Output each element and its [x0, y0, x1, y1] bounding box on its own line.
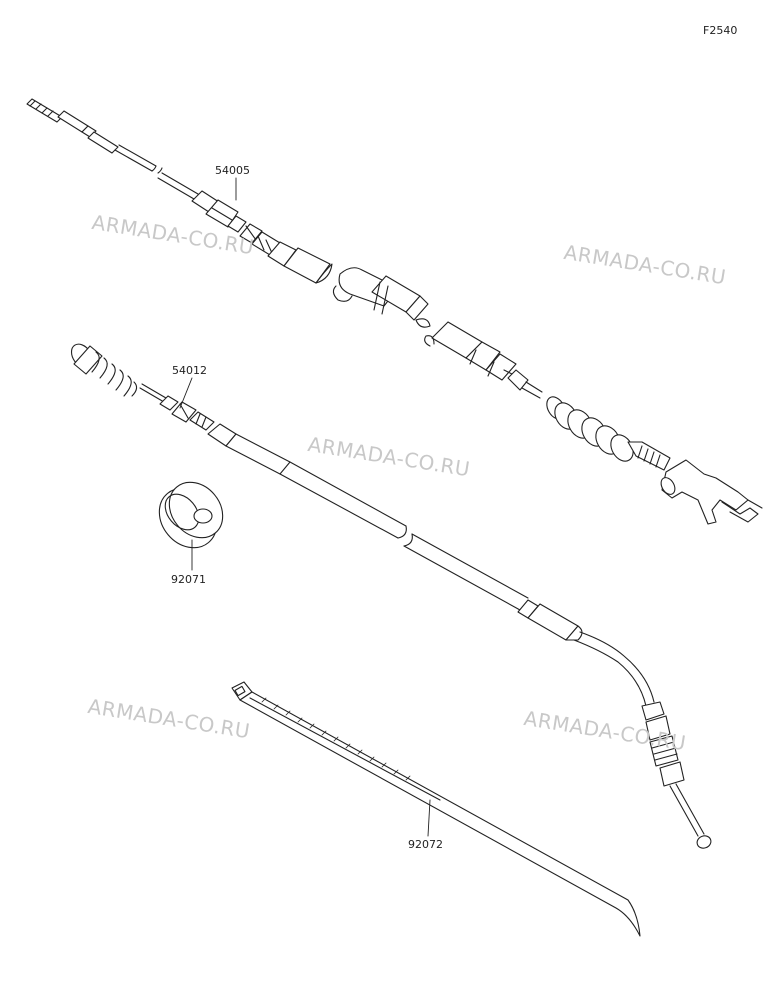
cable-tie-92072 [231, 681, 641, 937]
figure-code: F2540 [703, 24, 738, 37]
cable-54005 [26, 98, 763, 525]
leader-54012 [179, 377, 193, 409]
cable-54012-end-fitting [641, 701, 712, 849]
grommet-92071 [158, 481, 224, 549]
cable-54005-clevis [660, 459, 763, 525]
cable-54005-housing [283, 247, 543, 399]
cable-54005-boot [546, 396, 671, 471]
part-number-label: 54012 [172, 364, 207, 377]
cable-54005-adjuster [191, 190, 297, 267]
part-number-label: 92072 [408, 838, 443, 851]
cable-54005-left-end [26, 98, 157, 172]
cable-54012-spring-end [70, 343, 167, 403]
part-number-label: 92071 [171, 573, 206, 586]
leader-lines [179, 177, 431, 837]
cable-54012 [70, 343, 712, 849]
cable-54012-housing [225, 433, 655, 707]
cable-54012-adjuster [159, 395, 237, 447]
leader-92072 [427, 799, 431, 837]
part-number-label: 54005 [215, 164, 250, 177]
